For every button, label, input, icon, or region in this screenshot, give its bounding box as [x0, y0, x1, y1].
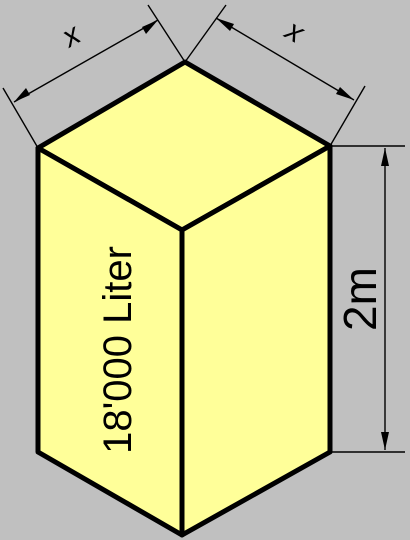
dimension-line	[215, 17, 355, 101]
width-label-left: x	[55, 17, 87, 55]
arrowhead	[216, 18, 234, 31]
volume-label: 18'000 Liter	[96, 246, 140, 454]
extension-line	[147, 4, 186, 63]
arrowhead	[381, 432, 389, 450]
arrowhead	[381, 148, 389, 166]
width-label-right: x	[278, 13, 310, 51]
dimension-line	[13, 19, 159, 103]
extension-line	[184, 4, 227, 63]
height-dimension	[330, 145, 405, 453]
width-dimension-right	[184, 4, 366, 147]
arrowhead	[336, 87, 354, 100]
arrowhead	[142, 20, 158, 34]
extension-line	[329, 85, 366, 147]
extension-line	[2, 87, 39, 149]
arrowhead	[14, 88, 30, 102]
height-label: 2m	[334, 267, 386, 331]
width-dimension-left	[2, 4, 186, 149]
